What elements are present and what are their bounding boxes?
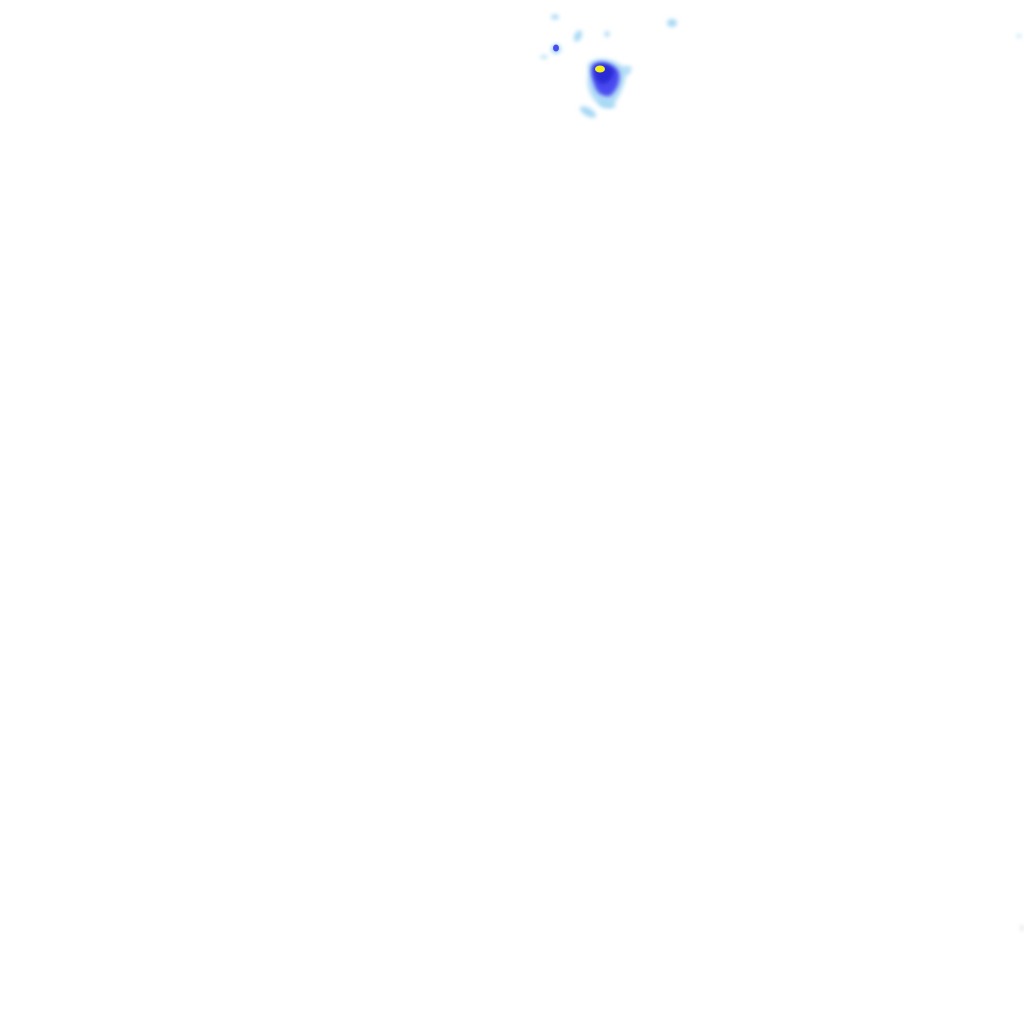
light-echo [579,106,597,118]
light-echo [551,14,559,20]
main-cell-echo [587,58,631,109]
light-echo [540,55,548,59]
light-echo [667,19,677,27]
light-echo [1017,34,1021,38]
scattered-echoes [540,14,1024,931]
light-echo [604,31,610,37]
small-cell-west-echo [551,44,561,54]
light-echo [573,30,583,42]
light-echo [624,66,632,70]
main-cell-intense-core [595,65,605,73]
small-cell-west-moderate [553,44,559,52]
main-cell-tail [600,96,616,109]
light-echo [1020,925,1024,931]
